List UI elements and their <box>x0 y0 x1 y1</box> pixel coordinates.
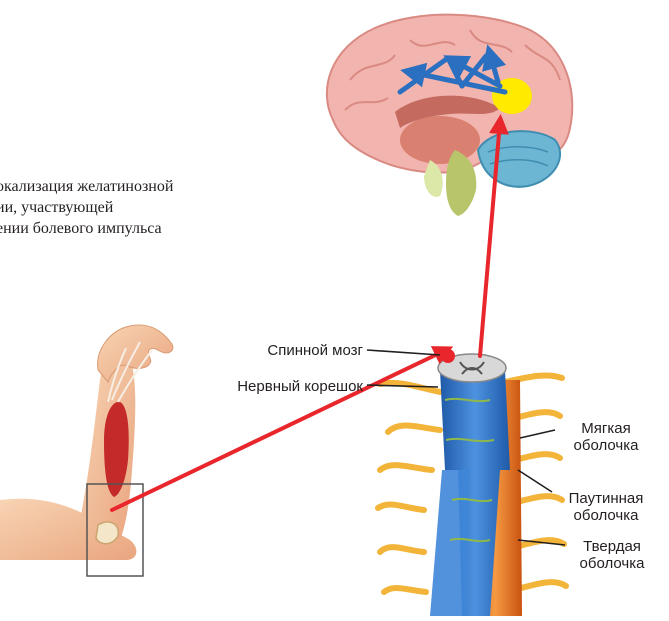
caption-line: ии, участвующей <box>0 197 296 218</box>
arm-illustration <box>0 325 173 576</box>
label-line: оболочка <box>550 507 662 524</box>
label-line: оболочка <box>562 555 662 572</box>
caption-line: ении болевого импульса <box>0 218 296 239</box>
brain-illustration <box>327 15 572 216</box>
label-line: Твердая <box>562 538 662 555</box>
label-spinal-cord: Спинной мозг <box>218 342 363 359</box>
label-nerve-root: Нервный корешок <box>168 378 363 395</box>
label-arachnoid: Паутинная оболочка <box>550 490 662 524</box>
label-line: Мягкая <box>556 420 656 437</box>
label-pia-mater: Мягкая оболочка <box>556 420 656 454</box>
label-line: Паутинная <box>550 490 662 507</box>
caption-line: окализация желатинозной <box>0 176 296 197</box>
label-dura-mater: Твердая оболочка <box>562 538 662 572</box>
caption: окализация желатинозной ии, участвующей … <box>0 176 296 239</box>
label-line: оболочка <box>556 437 656 454</box>
